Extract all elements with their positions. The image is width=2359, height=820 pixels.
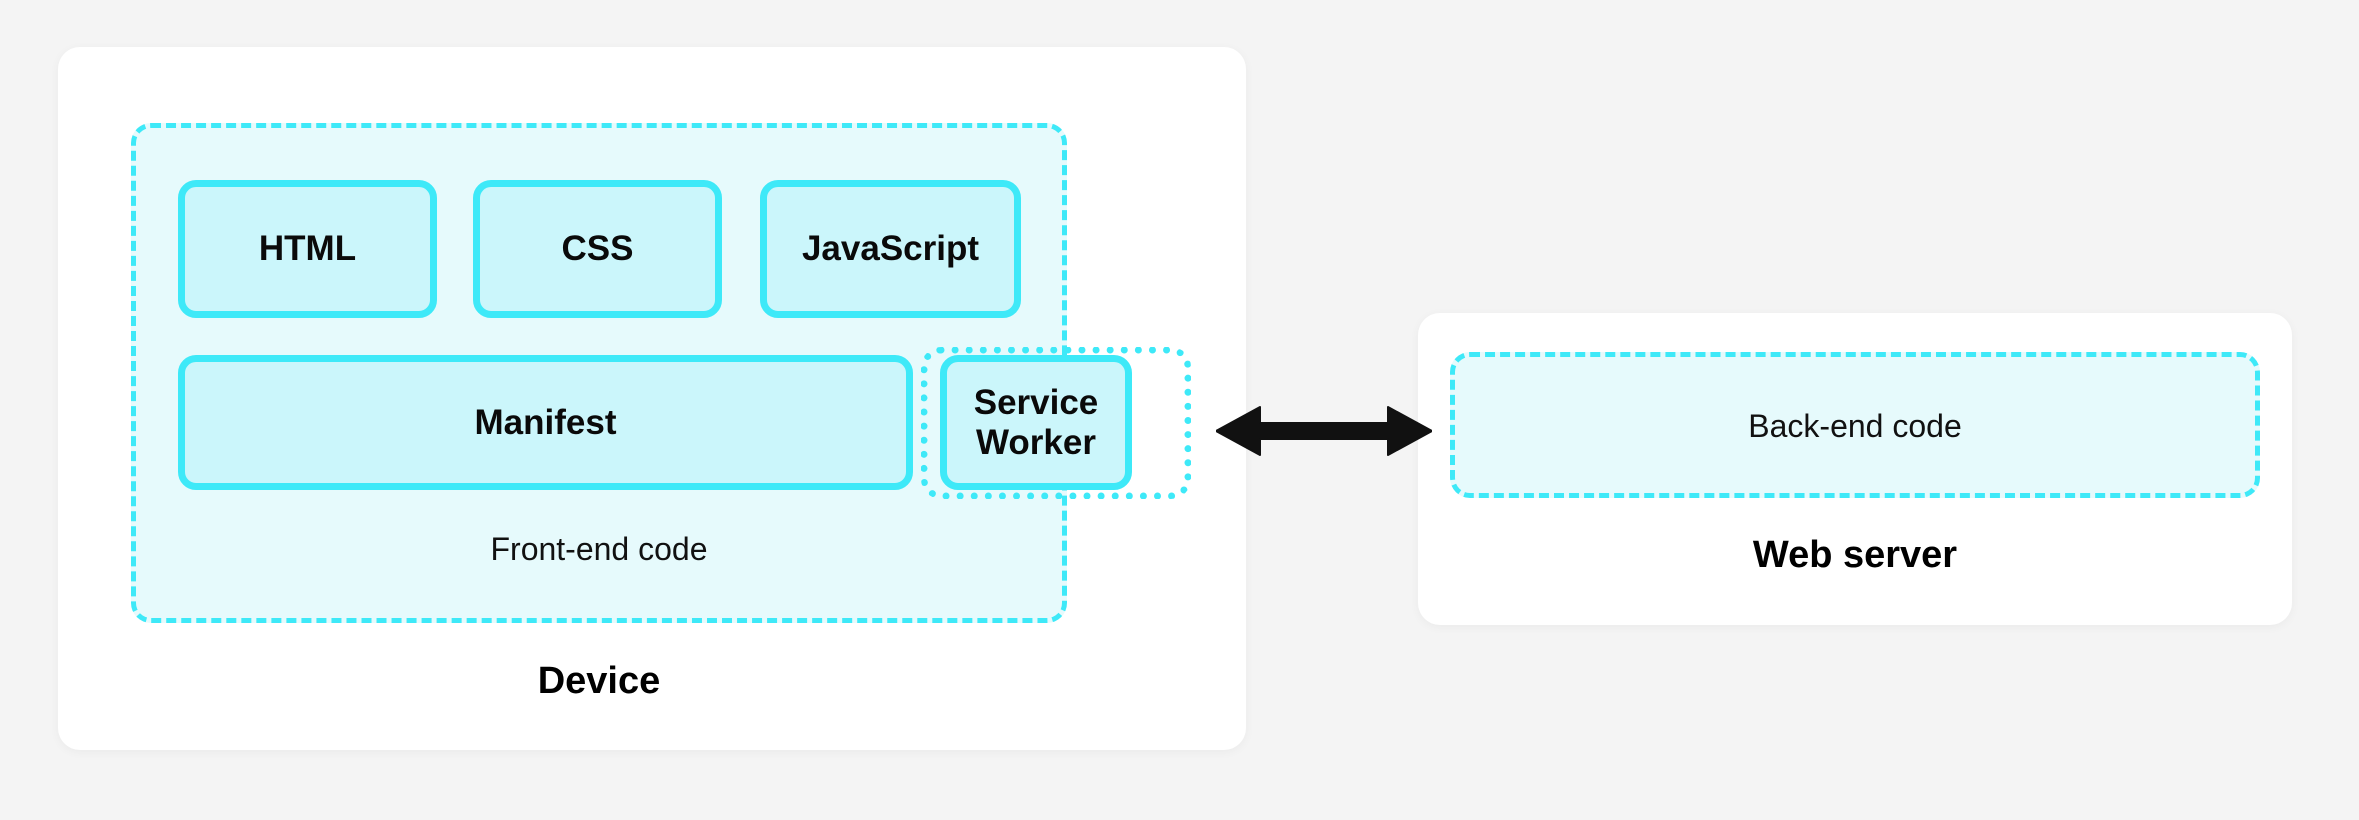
backend-code-region [1450, 352, 2260, 498]
backend-code-caption: Back-end code [1748, 408, 1962, 444]
double-headed-arrow-icon [1216, 406, 1432, 456]
web-server-title: Web server [1752, 534, 1958, 576]
service-worker-label-line2: Worker [976, 422, 1096, 462]
service-worker-label: Service Worker [974, 383, 1099, 461]
tech-box-javascript[interactable]: JavaScript [760, 180, 1021, 318]
tech-box-html[interactable]: HTML [178, 180, 437, 318]
frontend-code-caption: Front-end code [490, 531, 708, 567]
tech-box-manifest[interactable]: Manifest [178, 355, 913, 490]
service-worker-label-line1: Service [973, 383, 1099, 423]
device-title: Device [537, 660, 661, 702]
tech-box-css[interactable]: CSS [473, 180, 722, 318]
tech-box-service-worker[interactable]: Service Worker [940, 355, 1132, 490]
